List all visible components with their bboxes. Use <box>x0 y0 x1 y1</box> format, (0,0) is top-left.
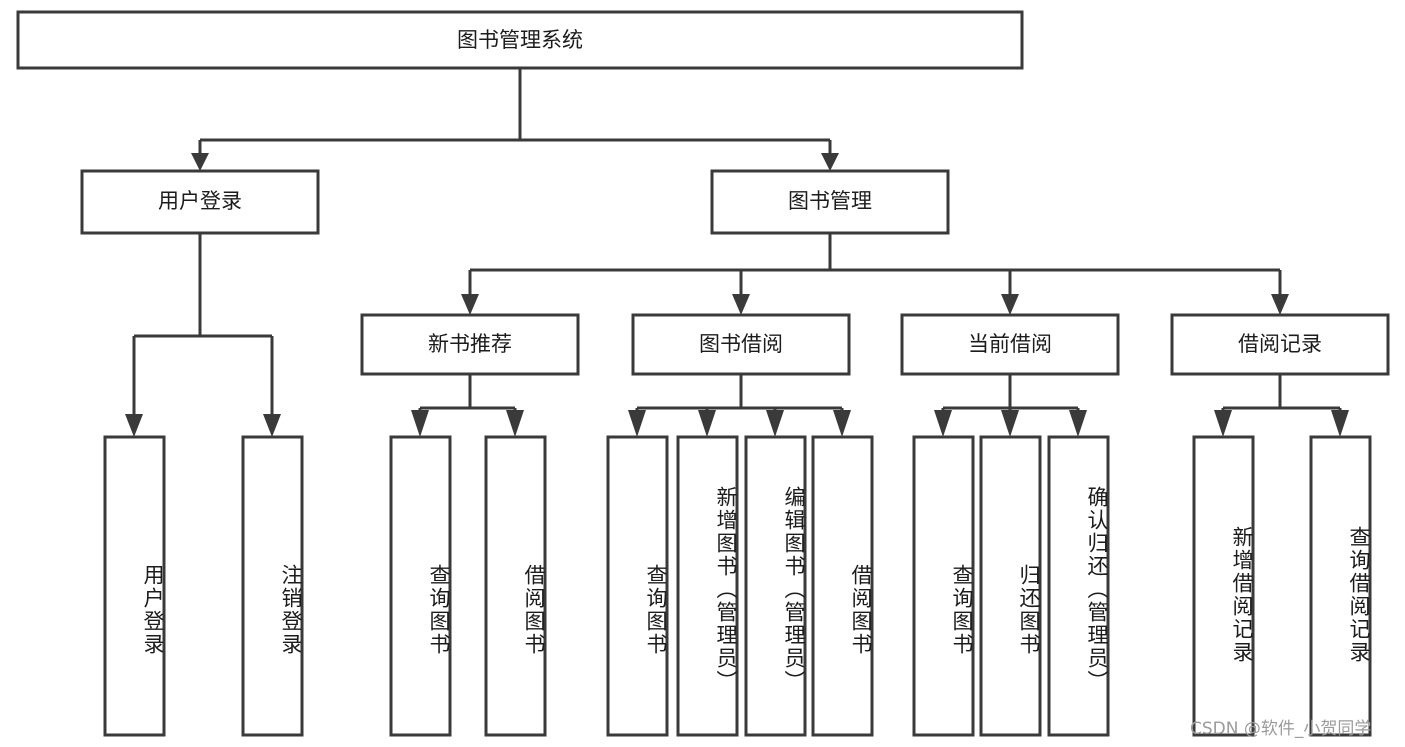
node-user-login-label: 用户登录 <box>158 189 242 213</box>
node-leaf-user-login[interactable] <box>103 435 166 737</box>
node-leaf-query-book-1[interactable] <box>389 435 452 737</box>
arrow-to-leaf-query-book-1 <box>411 410 429 437</box>
arrow-to-new-book-recommend <box>461 294 479 315</box>
node-leaf-borrow-book-2[interactable] <box>811 435 874 737</box>
arrow-to-leaf-confirm-return <box>1069 410 1087 437</box>
arrow-to-leaf-add-record <box>1214 410 1232 437</box>
arrow-to-current-borrow <box>1001 294 1019 315</box>
node-leaf-return-book[interactable] <box>979 435 1042 737</box>
node-root-label: 图书管理系统 <box>457 28 583 52</box>
arrow-to-borrow-record <box>1271 294 1289 315</box>
arrow-to-leaf-query-book-2 <box>628 410 646 437</box>
edges-layer <box>125 68 1349 437</box>
node-book-manage[interactable]: 图书管理 <box>710 169 950 235</box>
node-borrow-record-label: 借阅记录 <box>1238 332 1322 356</box>
node-leaf-query-book-2[interactable] <box>606 435 669 737</box>
node-book-borrow-label: 图书借阅 <box>699 332 783 356</box>
node-leaf-add-book[interactable] <box>676 435 739 737</box>
arrow-to-leaf-query-record <box>1331 410 1349 437</box>
arrow-to-book-borrow <box>732 294 750 315</box>
arrow-to-leaf-edit-book <box>766 410 784 437</box>
arrow-to-leaf-query-book-3 <box>934 410 952 437</box>
arrow-to-user-login <box>191 153 209 171</box>
node-leaf-user-logout[interactable] <box>241 435 304 737</box>
arrow-to-book-manage <box>821 153 839 171</box>
node-book-manage-label: 图书管理 <box>788 189 872 213</box>
node-leaf-edit-book[interactable] <box>744 435 807 737</box>
node-leaf-query-record[interactable] <box>1309 435 1372 737</box>
arrow-to-leaf-add-book <box>698 410 716 437</box>
node-current-borrow-label: 当前借阅 <box>968 332 1052 356</box>
arrow-to-leaf-borrow-book-1 <box>506 410 524 437</box>
arrow-to-leaf-borrow-book-2 <box>833 410 851 437</box>
node-root[interactable]: 图书管理系统 <box>16 10 1024 70</box>
node-new-book-recommend-label: 新书推荐 <box>428 332 512 356</box>
node-borrow-record[interactable]: 借阅记录 <box>1170 313 1390 376</box>
nodes-layer: 图书管理系统 用户登录 图书管理 新书推荐 图书借阅 当前 <box>16 10 1390 737</box>
csdn-watermark: CSDN @软件_小贺同学 <box>1190 719 1372 739</box>
leaf-boxes-layer <box>103 435 1372 737</box>
node-user-login[interactable]: 用户登录 <box>80 169 320 235</box>
node-current-borrow[interactable]: 当前借阅 <box>900 313 1120 376</box>
node-book-borrow[interactable]: 图书借阅 <box>631 313 851 376</box>
node-leaf-add-record[interactable] <box>1192 435 1255 737</box>
node-leaf-query-book-3[interactable] <box>912 435 975 737</box>
node-leaf-borrow-book-1[interactable] <box>484 435 547 737</box>
node-new-book-recommend[interactable]: 新书推荐 <box>360 313 580 376</box>
arrow-to-leaf-return-book <box>1001 410 1019 437</box>
node-leaf-confirm-return[interactable] <box>1047 435 1110 737</box>
arrow-to-leaf-user-login <box>125 414 143 437</box>
arrow-to-leaf-user-logout <box>263 414 281 437</box>
